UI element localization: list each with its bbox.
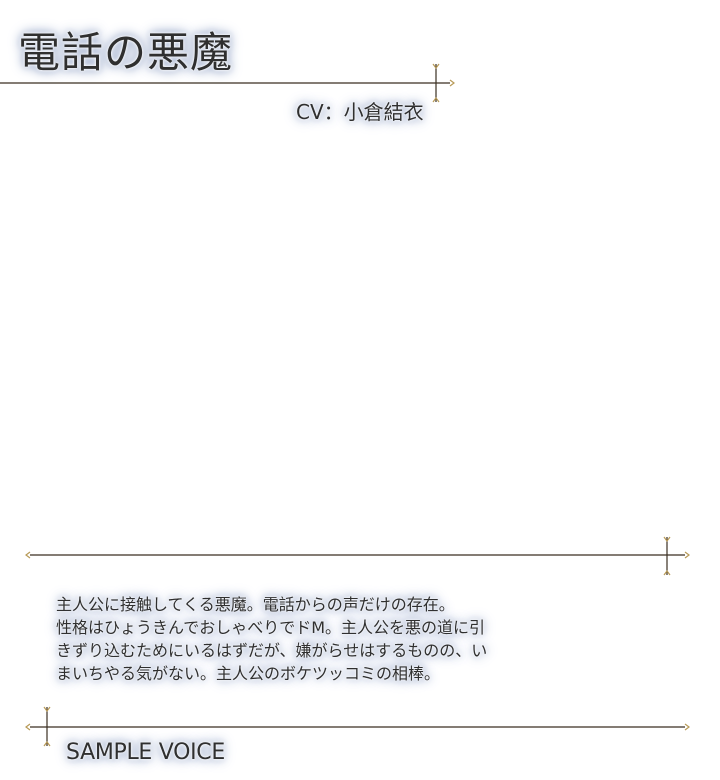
character-description: 主人公に接触してくる悪魔。電話からの声だけの存在。 性格はひょうきんでおしゃべり… [56,593,576,685]
description-line: まいちやる気がない。主人公のボケツッコミの相棒。 [56,664,441,683]
page-title: 電話の悪魔 [18,28,234,77]
description-line: 主人公に接触してくる悪魔。電話からの声だけの存在。 [56,595,455,614]
description-line: きずり込むためにいるはずだが、嫌がらせはするものの、い [56,641,488,660]
sample-voice-button[interactable]: SAMPLE VOICE [66,740,225,765]
voice-actor-credit: CV：小倉結衣 [296,100,424,124]
description-line: 性格はひょうきんでおしゃべりでドM。主人公を悪の道に引 [56,618,486,637]
